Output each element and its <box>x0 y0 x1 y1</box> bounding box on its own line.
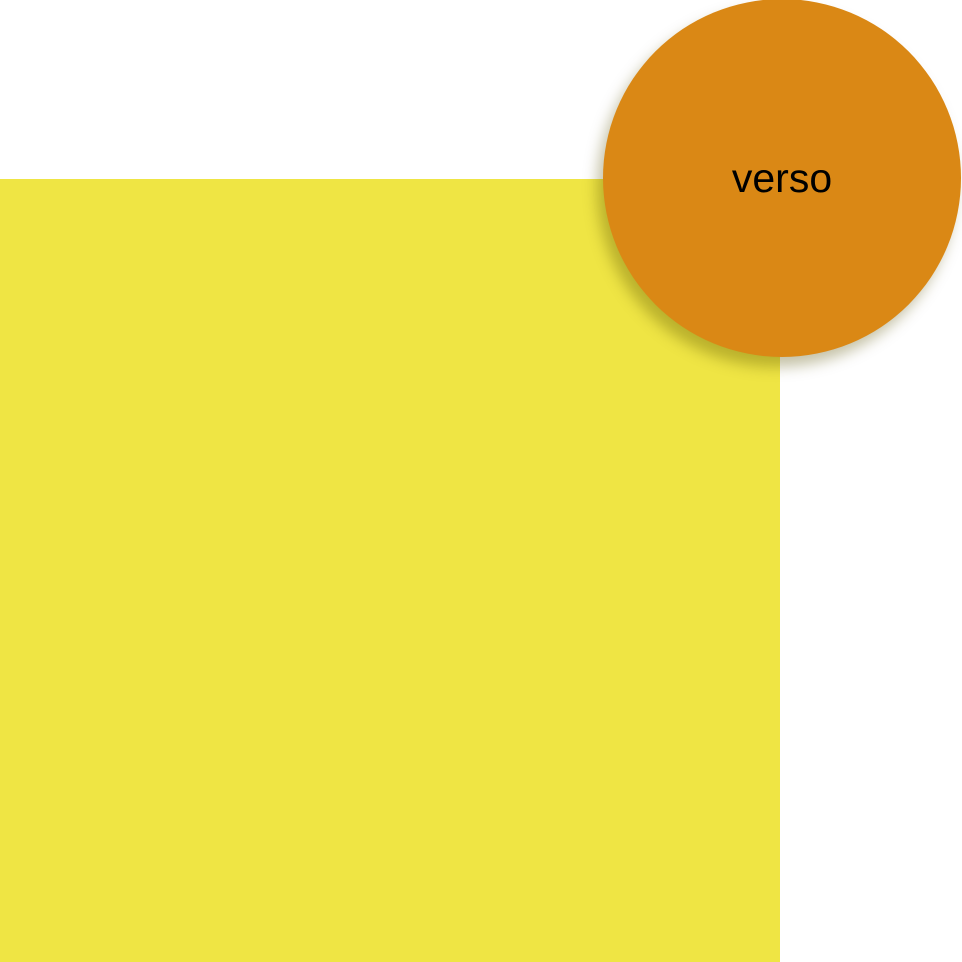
verso-circle-button[interactable]: verso <box>603 0 961 357</box>
verso-label: verso <box>731 154 833 201</box>
yellow-square <box>0 179 780 962</box>
